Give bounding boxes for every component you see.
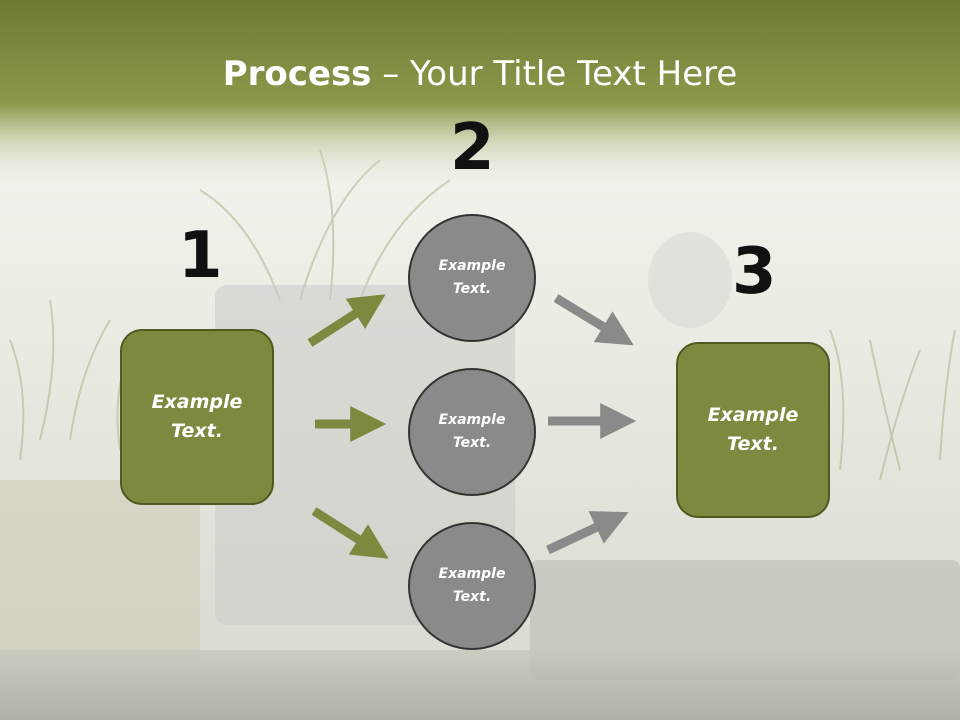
end-box-label: Example Text.	[707, 404, 799, 455]
arrow-left-to-bottom	[311, 507, 389, 559]
arrow-bottom-to-right	[546, 511, 629, 555]
step-number-3: 3	[732, 235, 777, 309]
arrow-left-to-top	[307, 294, 386, 347]
process-circle-label: Example Text.	[438, 566, 506, 605]
step-number-1: 1	[178, 219, 223, 293]
end-box: Example Text.	[676, 342, 830, 518]
process-circle-label: Example Text.	[438, 258, 506, 297]
process-circle-2: Example Text.	[408, 368, 536, 496]
process-circle-label: Example Text.	[438, 412, 506, 451]
title-bold: Process	[222, 54, 372, 94]
page-title: Process – Your Title Text Here	[0, 54, 960, 94]
process-circle-1: Example Text.	[408, 214, 536, 342]
start-box-label: Example Text.	[151, 391, 243, 442]
title-rest: – Your Title Text Here	[371, 54, 738, 94]
step-number-2: 2	[450, 111, 495, 185]
process-circle-3: Example Text.	[408, 522, 536, 650]
arrow-top-to-right	[553, 294, 634, 346]
start-box: Example Text.	[120, 329, 274, 505]
